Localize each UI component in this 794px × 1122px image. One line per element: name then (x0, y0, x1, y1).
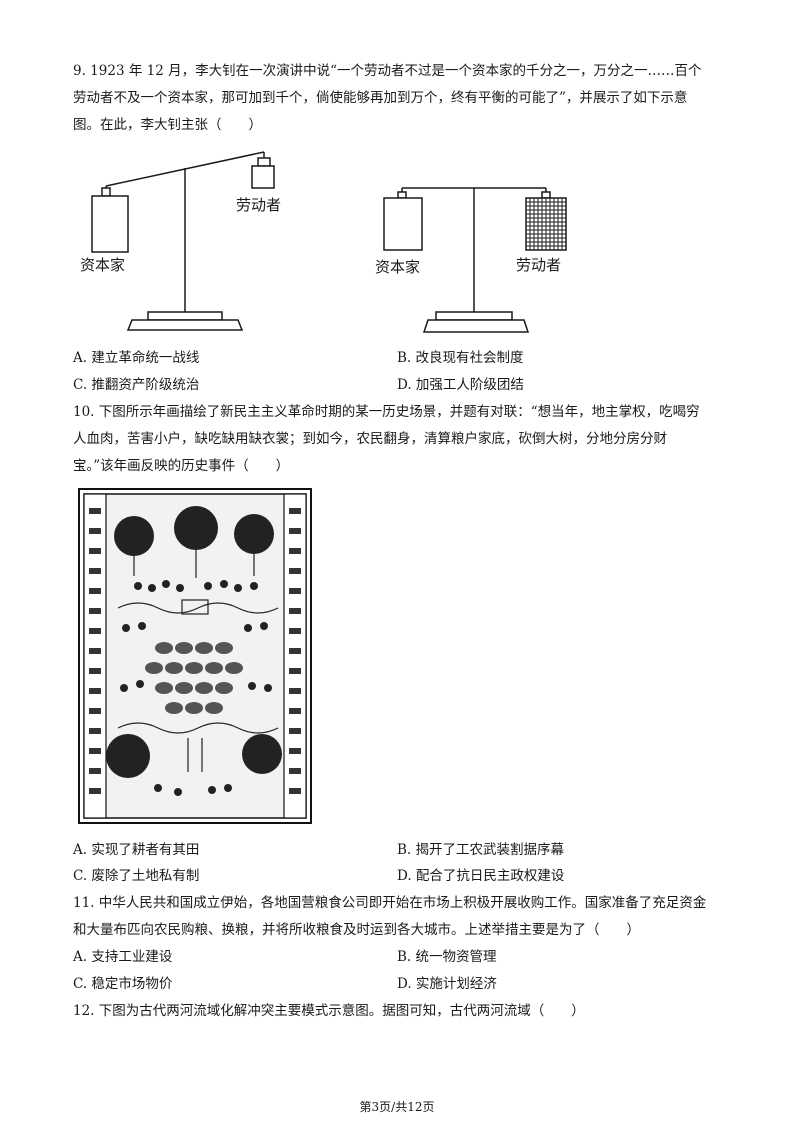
q10-option-b[interactable]: B. 揭开了工农武装割据序幕 (397, 842, 565, 858)
page-number: 第3页/共12页 (359, 1100, 435, 1114)
scale-diagram-unbalanced (91, 151, 275, 331)
capitalist-label-right: 资本家 (375, 258, 421, 276)
capitalist-weight (91, 195, 129, 253)
capitalist-label-left: 资本家 (80, 256, 126, 274)
q11-option-b[interactable]: B. 统一物资管理 (397, 949, 497, 965)
scale-base-bottom (126, 319, 244, 331)
q9-option-c[interactable]: C. 推翻资产阶级统治 (73, 377, 200, 393)
q9-stem-line-1: 9. 1923 年 12 月，李大钊在一次演讲中说“一个劳动者不过是一个资本家的… (73, 63, 702, 79)
q10-stem-line-3: 宝。”该年画反映的历史事件（ ） (73, 458, 290, 474)
q9-option-a[interactable]: A. 建立革命统一战线 (73, 350, 200, 366)
scale-base-top (435, 311, 513, 321)
scale-base-top (147, 311, 223, 321)
q10-option-d[interactable]: D. 配合了抗日民主政权建设 (397, 868, 565, 884)
q9-option-b[interactable]: B. 改良现有社会制度 (397, 350, 524, 366)
q12-stem-line-1: 12. 下图为古代两河流域化解冲突主要模式示意图。据图可知，古代两河流域（ ） (73, 1003, 585, 1019)
q9-stem-line-3: 图。在此，李大钊主张（ ） (73, 117, 262, 133)
q10-stem-line-1: 10. 下图所示年画描绘了新民主主义革命时期的某一历史场景，并题有对联：“想当年… (73, 404, 700, 420)
q9-stem-line-2: 劳动者不及一个资本家，那可加到千个，倘使能够再加到万个，终有平衡的可能了”，并展… (73, 90, 688, 106)
q11-stem-line-1: 11. 中华人民共和国成立伊始，各地国营粮食公司即开始在市场上积极开展收购工作。… (73, 895, 707, 911)
worker-label-right: 劳动者 (516, 256, 562, 274)
q10-stem-line-2: 人血肉，苦害小户，缺吃缺用缺衣裳；到如今，农民翻身，清算粮户家底，砍倒大树，分地… (73, 431, 667, 447)
q11-option-c[interactable]: C. 稳定市场物价 (73, 976, 173, 992)
q11-option-a[interactable]: A. 支持工业建设 (73, 949, 173, 965)
new-year-woodcut-image (78, 488, 312, 824)
q11-option-d[interactable]: D. 实施计划经济 (397, 976, 497, 992)
worker-label-left: 劳动者 (236, 196, 282, 214)
worker-weight (251, 165, 275, 189)
scale-diagram-balanced (383, 187, 567, 333)
q10-option-c[interactable]: C. 废除了土地私有制 (73, 868, 200, 884)
capitalist-weight (383, 197, 423, 251)
q11-stem-line-2: 和大量布匹向农民购粮、换粮，并将所收粮食及时运到各大城市。上述举措主要是为了（ … (73, 922, 640, 938)
q9-option-d[interactable]: D. 加强工人阶级团结 (397, 377, 524, 393)
scale-base-bottom (422, 319, 530, 333)
q10-option-a[interactable]: A. 实现了耕者有其田 (73, 842, 200, 858)
